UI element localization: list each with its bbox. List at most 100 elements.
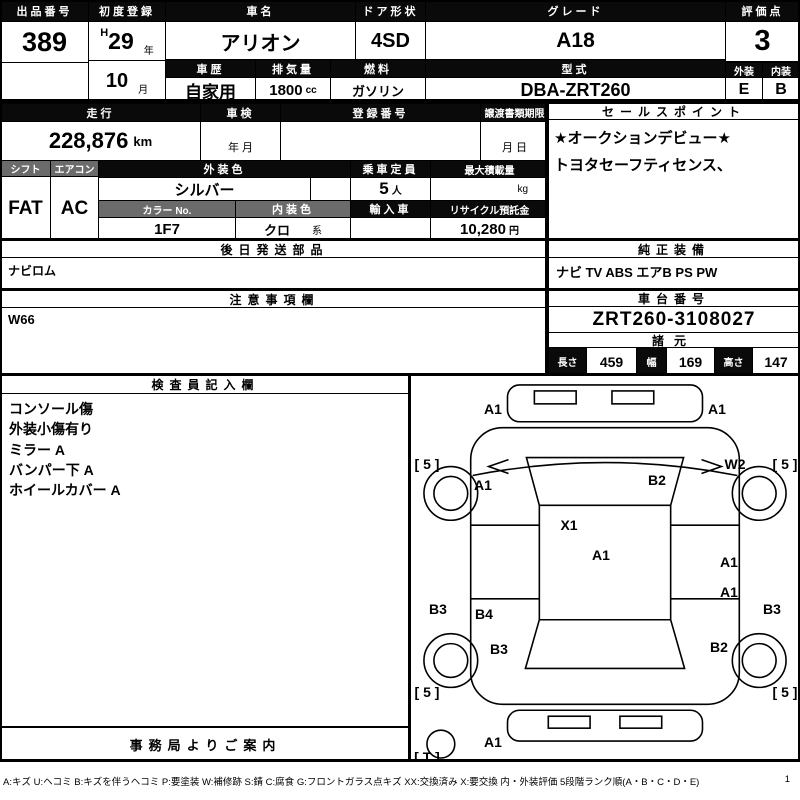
- caution-notes-value: W66: [0, 307, 549, 376]
- year-unit: 年: [143, 46, 154, 57]
- interior-color-value: クロ 系: [235, 217, 351, 241]
- genuine-equipment-header: 純正装備: [548, 240, 800, 258]
- damage-mark: A1: [592, 547, 610, 563]
- inspection-expiry-value: 年 月: [200, 121, 281, 161]
- chassis-number-header: 車台番号: [548, 290, 800, 307]
- inspector-note: ミラー A: [9, 441, 65, 458]
- later-shipped-parts-value: ナビロム: [0, 257, 549, 291]
- inspector-notes-box: コンソール傷 外装小傷有り ミラー A バンパー下 A ホイールカバー A: [0, 393, 411, 728]
- month-unit: 月: [138, 85, 149, 96]
- displacement-number: 1800: [269, 81, 303, 99]
- grade-value: A18: [425, 21, 726, 61]
- capacity-value: 5 人: [350, 177, 431, 201]
- door-shape-value: 4SD: [355, 21, 426, 61]
- interior-grade-header: 内装: [762, 62, 800, 78]
- mileage-value: 228,876 km: [0, 121, 201, 161]
- legend-text: A:キズ U:ヘコミ B:キズを伴うヘコミ P:要塗装 W:補修跡 S:錆 C:…: [3, 777, 700, 788]
- divider-line: [0, 759, 800, 762]
- damage-mark: W2: [724, 456, 746, 472]
- width-header: 幅: [636, 347, 667, 376]
- exhibit-number-value: 389: [0, 21, 89, 63]
- registration-number-header: 登録番号: [280, 103, 481, 122]
- divider-line: [0, 726, 410, 728]
- divider-line: [408, 374, 411, 762]
- interior-color-header: 内装色: [235, 200, 351, 218]
- max-load-value: kg: [430, 177, 549, 201]
- damage-mark: [ 5 ]: [414, 456, 440, 472]
- damage-mark: [ 5 ]: [772, 684, 798, 700]
- color-number-header: カラー No.: [98, 200, 236, 218]
- first-registration-month-value: 10: [105, 70, 129, 92]
- inspector-note: コンソール傷: [9, 401, 93, 417]
- displacement-unit: cc: [305, 84, 317, 96]
- exhibit-number-empty-cell: [0, 62, 89, 103]
- inspector-notes-header: 検査員記入欄: [0, 375, 411, 394]
- capacity-number: 5: [379, 179, 389, 198]
- aircon-value: AC: [50, 176, 99, 241]
- exterior-grade-value: E: [725, 77, 763, 103]
- car-name-header: 車名: [165, 0, 356, 22]
- exterior-color-header: 外装色: [98, 160, 351, 178]
- capacity-header: 乗車定員: [350, 160, 431, 178]
- recycle-deposit-number: 10,280: [460, 220, 506, 238]
- import-car-header: 輸入車: [350, 200, 431, 218]
- model-code-value: DBA-ZRT260: [425, 77, 726, 103]
- caution-notes-header: 注意事項欄: [0, 290, 549, 308]
- damage-mark: B3: [763, 601, 781, 617]
- damage-mark: A1: [484, 401, 502, 417]
- recycle-deposit-value: 10,280 円: [430, 217, 549, 241]
- shift-value: FAT: [0, 176, 51, 241]
- inspector-note: バンパー下 A: [9, 461, 94, 478]
- legend-row: A:キズ U:ヘコミ B:キズを伴うヘコミ P:要塗装 W:補修跡 S:錆 C:…: [0, 764, 800, 800]
- recycle-deposit-unit: 円: [508, 225, 519, 237]
- first-registration-year: H 29 年: [88, 21, 166, 61]
- mileage-unit: km: [133, 133, 153, 149]
- grade-header: グレード: [425, 0, 726, 22]
- car-name-value: アリオン: [165, 21, 356, 61]
- divider-line: [0, 288, 800, 290]
- damage-mark: A1: [474, 477, 492, 493]
- aircon-header: エアコン: [50, 160, 99, 177]
- office-notice-header: 事務局よりご案内: [0, 727, 411, 762]
- later-shipped-parts-header: 後日発送部品: [0, 240, 549, 258]
- door-shape-header: ドア形状: [355, 0, 426, 22]
- damage-mark: [ 5 ]: [414, 684, 440, 700]
- fuel-value: ガソリン: [330, 77, 426, 103]
- damage-mark: A1: [484, 734, 502, 750]
- sales-point-line2: トヨタセーフティセンス、: [554, 156, 732, 174]
- damage-mark: B3: [429, 601, 447, 617]
- first-registration-year-value: 29: [108, 27, 134, 54]
- sales-point-line1: ★オークションデビュー★: [554, 130, 731, 147]
- history-value: 自家用: [165, 77, 256, 103]
- first-registration-header: 初度登録: [88, 0, 166, 22]
- divider-line: [545, 100, 548, 376]
- inspection-expiry-header: 車検: [200, 103, 281, 122]
- height-value: 147: [752, 347, 800, 376]
- sales-point-header: セールスポイント: [548, 103, 800, 120]
- damage-mark: B4: [475, 606, 493, 622]
- color-number-value: 1F7: [98, 217, 236, 241]
- transfer-docs-value: 月 日: [480, 121, 549, 161]
- damage-mark: B2: [648, 472, 666, 488]
- history-header: 車歴: [165, 59, 256, 78]
- divider-line: [0, 0, 2, 762]
- transfer-docs-header: 譲渡書類期限: [480, 103, 549, 122]
- car-outline-drawing: [423, 384, 787, 759]
- height-header: 高さ: [714, 347, 753, 376]
- interior-grade-value: B: [762, 77, 800, 103]
- interior-color-name: クロ: [263, 222, 290, 238]
- exterior-grade-header: 外装: [725, 62, 763, 78]
- damage-mark: [ 5 ]: [772, 456, 798, 472]
- model-code-header: 型式: [425, 59, 726, 78]
- inspector-note: ホイールカバー A: [9, 482, 121, 499]
- length-value: 459: [586, 347, 637, 376]
- score-value: 3: [725, 21, 800, 62]
- damage-mark: A1: [720, 554, 738, 570]
- damage-mark: A1: [708, 401, 726, 417]
- chassis-number-value: ZRT260-3108027: [548, 306, 800, 333]
- exhibit-number-header: 出品番号: [0, 0, 89, 22]
- divider-line: [0, 0, 800, 2]
- displacement-header: 排気量: [255, 59, 331, 78]
